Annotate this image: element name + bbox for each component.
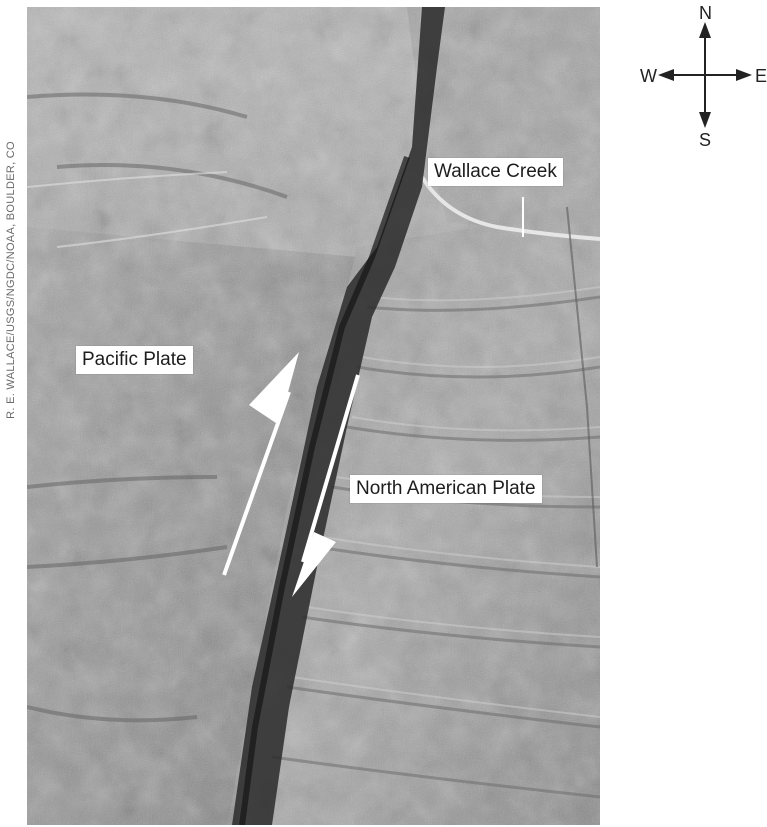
fault-trench-core (239, 156, 410, 825)
north-american-plate-arrow (292, 374, 360, 597)
gullies-left (27, 92, 288, 723)
compass-rose: N S W E (630, 0, 767, 150)
fault-trench (232, 7, 445, 825)
faint-roads (27, 171, 268, 248)
aerial-photo-drawing (27, 7, 600, 825)
label-wallace-creek-text: Wallace Creek (434, 161, 557, 182)
label-north-american-plate: North American Plate (350, 475, 542, 503)
label-pacific-plate: Pacific Plate (76, 346, 193, 374)
secondary-fault (566, 206, 598, 568)
compass-arrows (658, 22, 752, 128)
north-arrowhead (699, 22, 711, 38)
label-north-american-plate-text: North American Plate (356, 478, 536, 499)
label-wallace-creek: Wallace Creek (428, 158, 563, 186)
label-pacific-plate-text: Pacific Plate (82, 349, 187, 370)
compass-east-label: E (755, 66, 767, 86)
compass-south-label: S (699, 130, 712, 150)
compass-west-label: W (640, 66, 657, 86)
compass-north-label: N (699, 3, 712, 23)
east-arrowhead (736, 69, 752, 81)
aerial-photo (27, 7, 600, 825)
west-arrowhead (658, 69, 674, 81)
photo-credit: R. E. WALLACE/USGS/NGDC/NOAA, BOULDER, C… (0, 0, 22, 560)
south-arrowhead (699, 112, 711, 128)
pacific-plate-arrow (222, 352, 299, 576)
photo-credit-text: R. E. WALLACE/USGS/NGDC/NOAA, BOULDER, C… (5, 141, 17, 419)
